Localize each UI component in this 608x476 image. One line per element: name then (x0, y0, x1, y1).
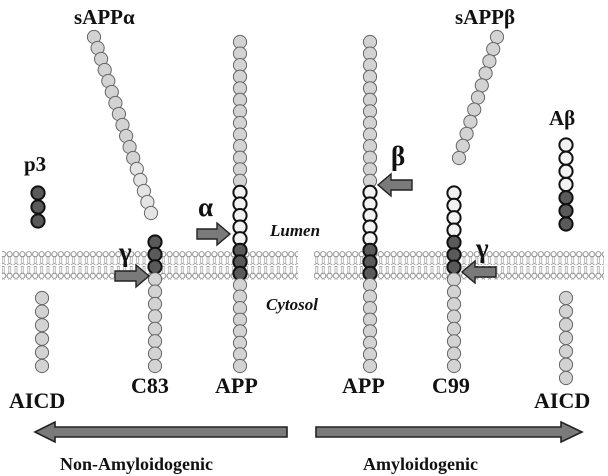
c99-chain-bead (446, 234, 462, 250)
sappb-chain-bead (478, 66, 493, 81)
beta-label: β (391, 141, 405, 171)
c99-chain-bead (446, 210, 462, 226)
c83-chain-bead (147, 234, 163, 250)
p3-chain-bead (30, 185, 46, 201)
sappb-chain-bead (451, 150, 467, 166)
c83-chain-bead (147, 309, 163, 324)
c99-label: C99 (432, 373, 470, 398)
aicd-left-chain-bead (34, 358, 50, 374)
aicd-left-chain-bead (34, 318, 50, 333)
abeta-label: Aβ (549, 106, 575, 130)
c99-chain-bead (446, 185, 462, 201)
c99-chain-bead (446, 309, 462, 324)
c99-chain-bead (446, 297, 462, 312)
aicd-left-chain-bead (34, 304, 50, 319)
aicd-right-label: AICD (534, 388, 590, 413)
c99-chain-bead (446, 272, 462, 287)
amyloidogenic-pathway-arrow (315, 420, 584, 444)
abeta-chain-bead (558, 203, 574, 219)
app-left-chain-bead (232, 358, 248, 374)
abeta-chain-bead (558, 216, 574, 232)
aicd-right-chain-bead (558, 344, 574, 359)
sappa-chain-bead (143, 205, 159, 221)
app-right-label: APP (342, 373, 385, 398)
abeta-chain-bead (558, 190, 574, 206)
abeta-chain-bead (558, 176, 574, 193)
sappb-chain-bead (463, 114, 478, 129)
aicd-left-chain-bead (34, 290, 50, 306)
sappa-label: sAPPα (74, 5, 135, 29)
c83-chain-bead (147, 246, 163, 262)
abeta-chain-bead (558, 137, 574, 153)
c99-chain-bead (446, 197, 462, 213)
cytosol-label: Cytosol (266, 295, 318, 314)
sappb-chain-bead (467, 102, 482, 117)
c99-chain-bead (446, 321, 462, 336)
p3-label: p3 (24, 152, 46, 176)
c83-chain-bead (147, 334, 163, 349)
aicd-right-chain-bead (558, 357, 574, 372)
p3-chain-bead (30, 213, 46, 229)
alpha-label: α (198, 192, 213, 222)
aicd-right-chain-bead (558, 317, 574, 332)
aicd-right-chain-bead (558, 370, 574, 386)
c83-chain-bead (147, 346, 163, 361)
beta-cleavage-arrow (376, 172, 413, 198)
gamma-right-label: γ (475, 233, 489, 263)
c99-chain-bead (446, 284, 462, 299)
aicd-left-label: AICD (9, 388, 65, 413)
app-right-chain (362, 34, 378, 374)
p3-chain-bead (30, 199, 46, 215)
sappb-chain-bead (486, 42, 501, 57)
c99-chain-bead (446, 334, 462, 349)
c99-chain-bead (446, 247, 462, 263)
p3-chain (30, 185, 46, 229)
c83-label: C83 (131, 373, 169, 398)
abeta-chain (558, 137, 574, 232)
protein-chains (30, 29, 574, 386)
c99-chain-bead (446, 346, 462, 361)
c83-chain-bead (147, 358, 163, 374)
sappb-chain (451, 29, 505, 166)
c99-chain-bead (446, 259, 462, 275)
sappb-chain-bead (470, 90, 486, 105)
non-amyloidogenic-label: Non-Amyloidogenic (60, 454, 213, 474)
abeta-chain-bead (558, 150, 574, 166)
gamma-right-cleavage-arrow (460, 259, 497, 285)
app-left-chain (232, 34, 248, 374)
app-right-chain-bead (362, 358, 378, 374)
c99-chain-bead (446, 358, 462, 374)
c83-chain-bead (147, 296, 163, 312)
aicd-left-chain-bead (34, 345, 50, 360)
aicd-right-chain (558, 290, 574, 386)
sappb-chain-bead (474, 78, 489, 93)
non-amyloidogenic-pathway-arrow (33, 420, 288, 444)
aicd-left-chain-bead (34, 331, 50, 346)
sappb-label: sAPPβ (455, 5, 515, 29)
sappb-chain-bead (489, 29, 505, 45)
amyloidogenic-label: Amyloidogenic (363, 454, 478, 474)
aicd-right-chain-bead (558, 290, 574, 306)
c83-chain-bead (147, 272, 163, 287)
aicd-right-chain-bead (558, 330, 574, 346)
aicd-left-chain (34, 290, 50, 374)
sappb-chain-bead (455, 138, 470, 153)
abeta-chain-bead (558, 163, 574, 179)
gamma-left-label: γ (118, 237, 132, 267)
aicd-right-chain-bead (558, 304, 574, 319)
c99-chain-bead (446, 222, 462, 238)
sappa-chain (86, 29, 159, 221)
sappb-chain-bead (482, 54, 497, 69)
c83-chain-bead (147, 259, 163, 275)
c83-chain-bead (147, 284, 163, 299)
lumen-label: Lumen (269, 221, 320, 240)
c83-chain (147, 234, 163, 374)
c83-chain-bead (147, 321, 163, 336)
alpha-cleavage-arrow (196, 221, 232, 247)
app-left-label: APP (215, 373, 258, 398)
gamma-left-cleavage-arrow (114, 263, 151, 289)
sappb-chain-bead (459, 126, 474, 141)
c99-chain (446, 185, 462, 374)
